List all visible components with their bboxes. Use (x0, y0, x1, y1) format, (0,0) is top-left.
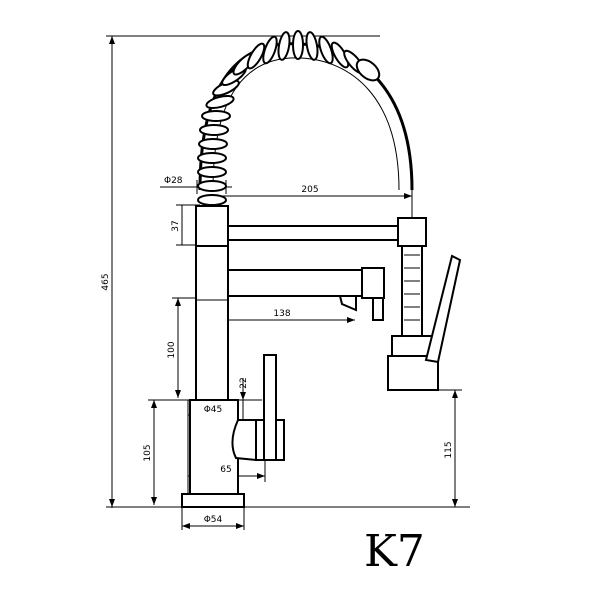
dim-base-diameter: Φ54 (204, 515, 223, 525)
dim-body-diameter: Φ45 (204, 405, 223, 415)
dim-total-height: 465 (101, 273, 111, 290)
dim-body-segment: 100 (167, 341, 177, 358)
dimension-labels: 465 Φ28 205 37 138 100 22 Φ45 105 65 115… (101, 176, 454, 525)
dim-spout-reach: 205 (301, 185, 318, 195)
model-label: K7 (364, 526, 425, 577)
faucet-body (181, 30, 462, 508)
dim-lower-spout-reach: 138 (273, 309, 290, 319)
dimension-lines (106, 35, 470, 530)
dim-base-height: 105 (143, 444, 153, 461)
dim-joint-height: 37 (171, 220, 181, 231)
dim-base-width: 65 (220, 465, 231, 475)
dim-outlet-height: 115 (444, 441, 454, 458)
coil-spring (197, 30, 381, 206)
dim-hose-diameter: Φ28 (164, 176, 183, 186)
dim-handle-offset: 22 (239, 377, 249, 388)
